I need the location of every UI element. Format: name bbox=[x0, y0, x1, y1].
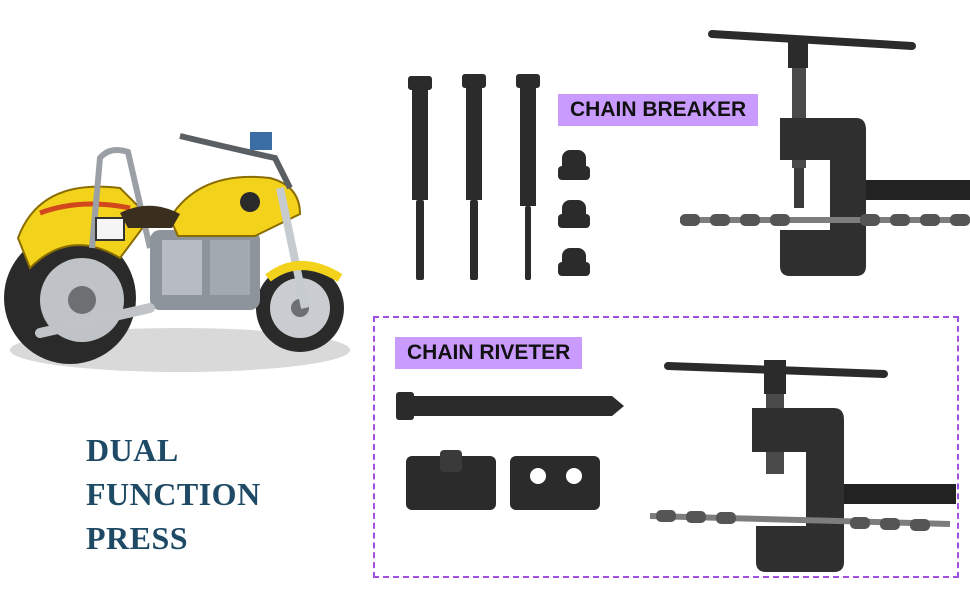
riveter-anvil-blocks-image bbox=[406, 450, 600, 510]
riveter-pin-image bbox=[396, 392, 624, 420]
motorcycle-illustration bbox=[4, 132, 350, 372]
chain-riveter-label: CHAIN RIVETER bbox=[395, 337, 583, 369]
headline-line-1: DUAL bbox=[86, 432, 179, 468]
breaker-pins-image bbox=[408, 74, 540, 280]
chain-breaker-label: CHAIN BREAKER bbox=[558, 94, 759, 126]
headline-line-3: PRESS bbox=[86, 520, 189, 556]
headline: DUAL FUNCTION PRESS bbox=[86, 428, 346, 560]
chain-riveter-tool-image bbox=[650, 360, 956, 572]
chain-riveter-panel bbox=[373, 316, 959, 578]
breaker-anvils-image bbox=[558, 150, 590, 276]
headline-line-2: FUNCTION bbox=[86, 476, 261, 512]
chain-breaker-tool-image bbox=[680, 30, 970, 276]
